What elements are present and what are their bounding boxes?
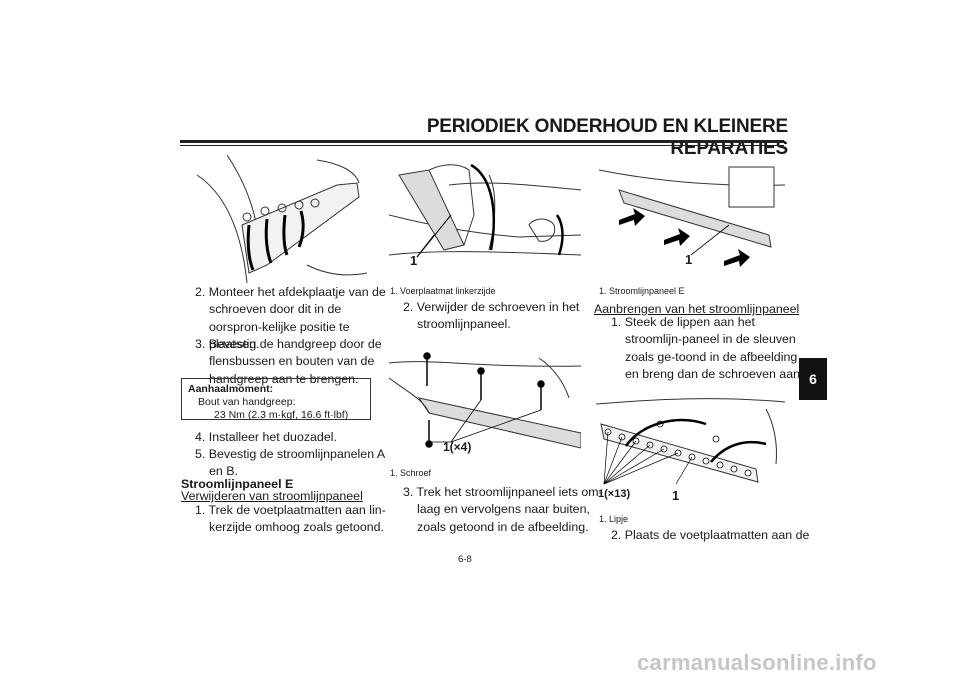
step-4-text: 4. Installeer het duozadel. [195, 430, 337, 444]
sub-heading-install: Aanbrengen van het stroomlijnpaneel [594, 302, 800, 316]
watermark: carmanualsonline.info [637, 650, 877, 675]
fig1-label: 1 [410, 253, 418, 268]
step-2-text: 2. Monteer het afdekplaatje van de schro… [195, 285, 386, 352]
torque-box: Aanhaalmoment: Bout van handgreep: 23 Nm… [181, 378, 371, 421]
figure-handgrip [196, 155, 367, 283]
step-2-remove-text: 2. Verwijder de schroeven in het strooml… [403, 300, 580, 332]
torque-value: 23 Nm (2.3 m·kgf, 16.6 ft·lbf) [214, 409, 349, 421]
section-heading: Stroomlijnpaneel E [181, 477, 294, 491]
step-5-text: 5. Bevestig de stroomlijnpanelen A en B. [195, 447, 385, 479]
torque-title: Aanhaalmoment: [188, 383, 274, 395]
step-1-text: 1. Trek de voetplaatmatten aan lin-kerzi… [195, 503, 386, 535]
figure-footrest-mat [389, 163, 581, 258]
title-rule-thin [180, 145, 784, 146]
sub-heading-remove: Verwijderen van stroomlijnpaneel [181, 489, 363, 503]
step-1-install-text: 1. Steek de lippen aan het stroomlijn-pa… [611, 315, 804, 382]
fig3-label: 1 [685, 252, 693, 267]
step-3-remove-text: 3. Trek het stroomlijnpaneel iets om-laa… [403, 485, 603, 534]
figure-screws [389, 352, 581, 449]
page-title: PERIODIEK ONDERHOUD EN KLEINERE REPARATI… [426, 116, 788, 159]
fig3-caption: 1. Stroomlijnpaneel E [599, 286, 685, 296]
fig1-caption: 1. Voerplaatmat linkerzijde [390, 286, 496, 296]
torque-item: Bout van handgreep: [198, 396, 296, 408]
fig4-label-b: 1 [672, 488, 680, 503]
fig2-caption: 1. Schroef [390, 468, 432, 478]
chapter-tab: 6 [799, 358, 827, 400]
page-number: 6-8 [458, 554, 472, 565]
figure-panel-e [599, 166, 785, 267]
figure-tabs [596, 398, 785, 485]
title-rule [180, 140, 784, 143]
fig2-label: 1(×4) [443, 440, 472, 454]
fig4-label-a: 1(×13) [598, 488, 631, 500]
fig4-caption: 1. Lipje [599, 514, 629, 524]
step-2-install-text: 2. Plaats de voetplaatmatten aan de [611, 528, 810, 542]
